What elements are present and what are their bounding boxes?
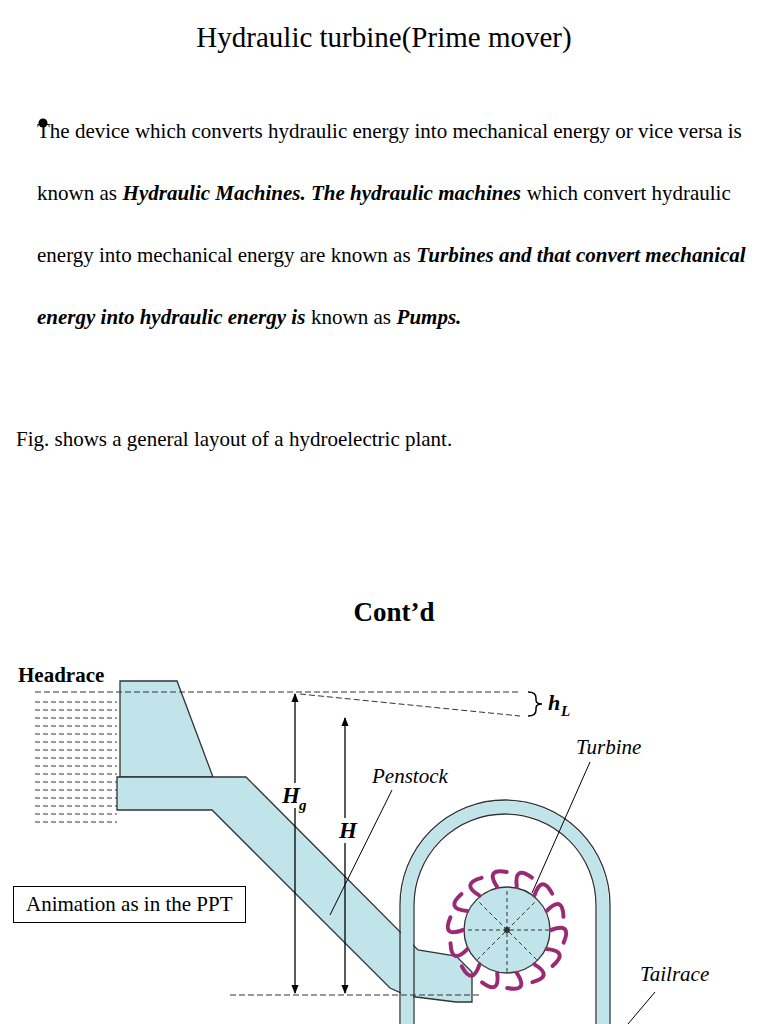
water-dash (35, 718, 117, 719)
section-heading: Cont’d (10, 598, 768, 628)
head-loss-brace (528, 692, 542, 716)
bucket (470, 878, 481, 896)
part-label: Penstock (372, 765, 448, 788)
casing-outer (400, 800, 610, 1024)
water-dash (35, 702, 117, 703)
symbol-label: H (337, 818, 359, 843)
bucket (516, 873, 532, 887)
bucket (532, 964, 543, 982)
water-dash (35, 766, 117, 767)
gross-head-arrow (294, 694, 295, 993)
bucket (451, 943, 468, 956)
penstock-leader (330, 790, 392, 915)
note-box: Animation as in the PPT (13, 886, 246, 923)
bucket (547, 949, 560, 966)
slide-title: Hydraulic turbine(Prime mover) (0, 22, 768, 54)
bucket (493, 871, 507, 887)
bucket (448, 917, 463, 932)
water-dash (35, 782, 117, 783)
body-text: known as (311, 305, 391, 329)
tailrace-leader (628, 992, 655, 1024)
water-dash (35, 758, 117, 759)
net-head-arrow (344, 718, 345, 993)
bucket (547, 904, 564, 917)
water-dash (35, 822, 117, 823)
runner-hub (504, 927, 510, 933)
part-label: Headrace (18, 664, 104, 687)
bucket (534, 884, 552, 895)
spoke (477, 900, 536, 959)
water-dash (35, 798, 117, 799)
runner-buckets (448, 871, 566, 988)
bucket (551, 928, 566, 943)
runner-spokes (465, 888, 549, 972)
symbol-subscript: g (297, 797, 309, 814)
bucket (462, 964, 480, 975)
water-dash (35, 806, 117, 807)
part-label: Tailrace (640, 963, 709, 986)
bucket (454, 894, 467, 911)
water-dash (35, 734, 117, 735)
turbine-runner (464, 887, 550, 973)
box-text: Animation as in the PPT (26, 892, 233, 917)
water-dash (35, 790, 117, 791)
symbol-label: h (548, 691, 560, 715)
casing-fill (407, 807, 603, 1024)
water-dash (35, 710, 117, 711)
part-label: Turbine (576, 736, 641, 759)
water-dash (35, 726, 117, 727)
water-dash (35, 742, 117, 743)
turbine-leader (532, 762, 590, 893)
water-dash (35, 774, 117, 775)
water-dash (35, 814, 117, 815)
emphasis-text: Pumps. (397, 305, 462, 329)
reservoir-water (35, 702, 117, 822)
bucket (482, 973, 498, 987)
energy-gradient (300, 694, 520, 716)
water-dash (35, 750, 117, 751)
figure-note: Fig. shows a general layout of a hydroel… (16, 428, 452, 451)
headrace-level (35, 692, 520, 693)
bucket (507, 973, 521, 989)
bullet-paragraph: The device which converts hydraulic ener… (37, 100, 761, 348)
emphasis-text: Hydraulic Machines. The hydraulic machin… (123, 181, 521, 205)
tailrace-level (230, 995, 480, 996)
dam (120, 681, 213, 777)
symbol-subscript: L (561, 703, 570, 720)
casing-inner (414, 814, 596, 1024)
